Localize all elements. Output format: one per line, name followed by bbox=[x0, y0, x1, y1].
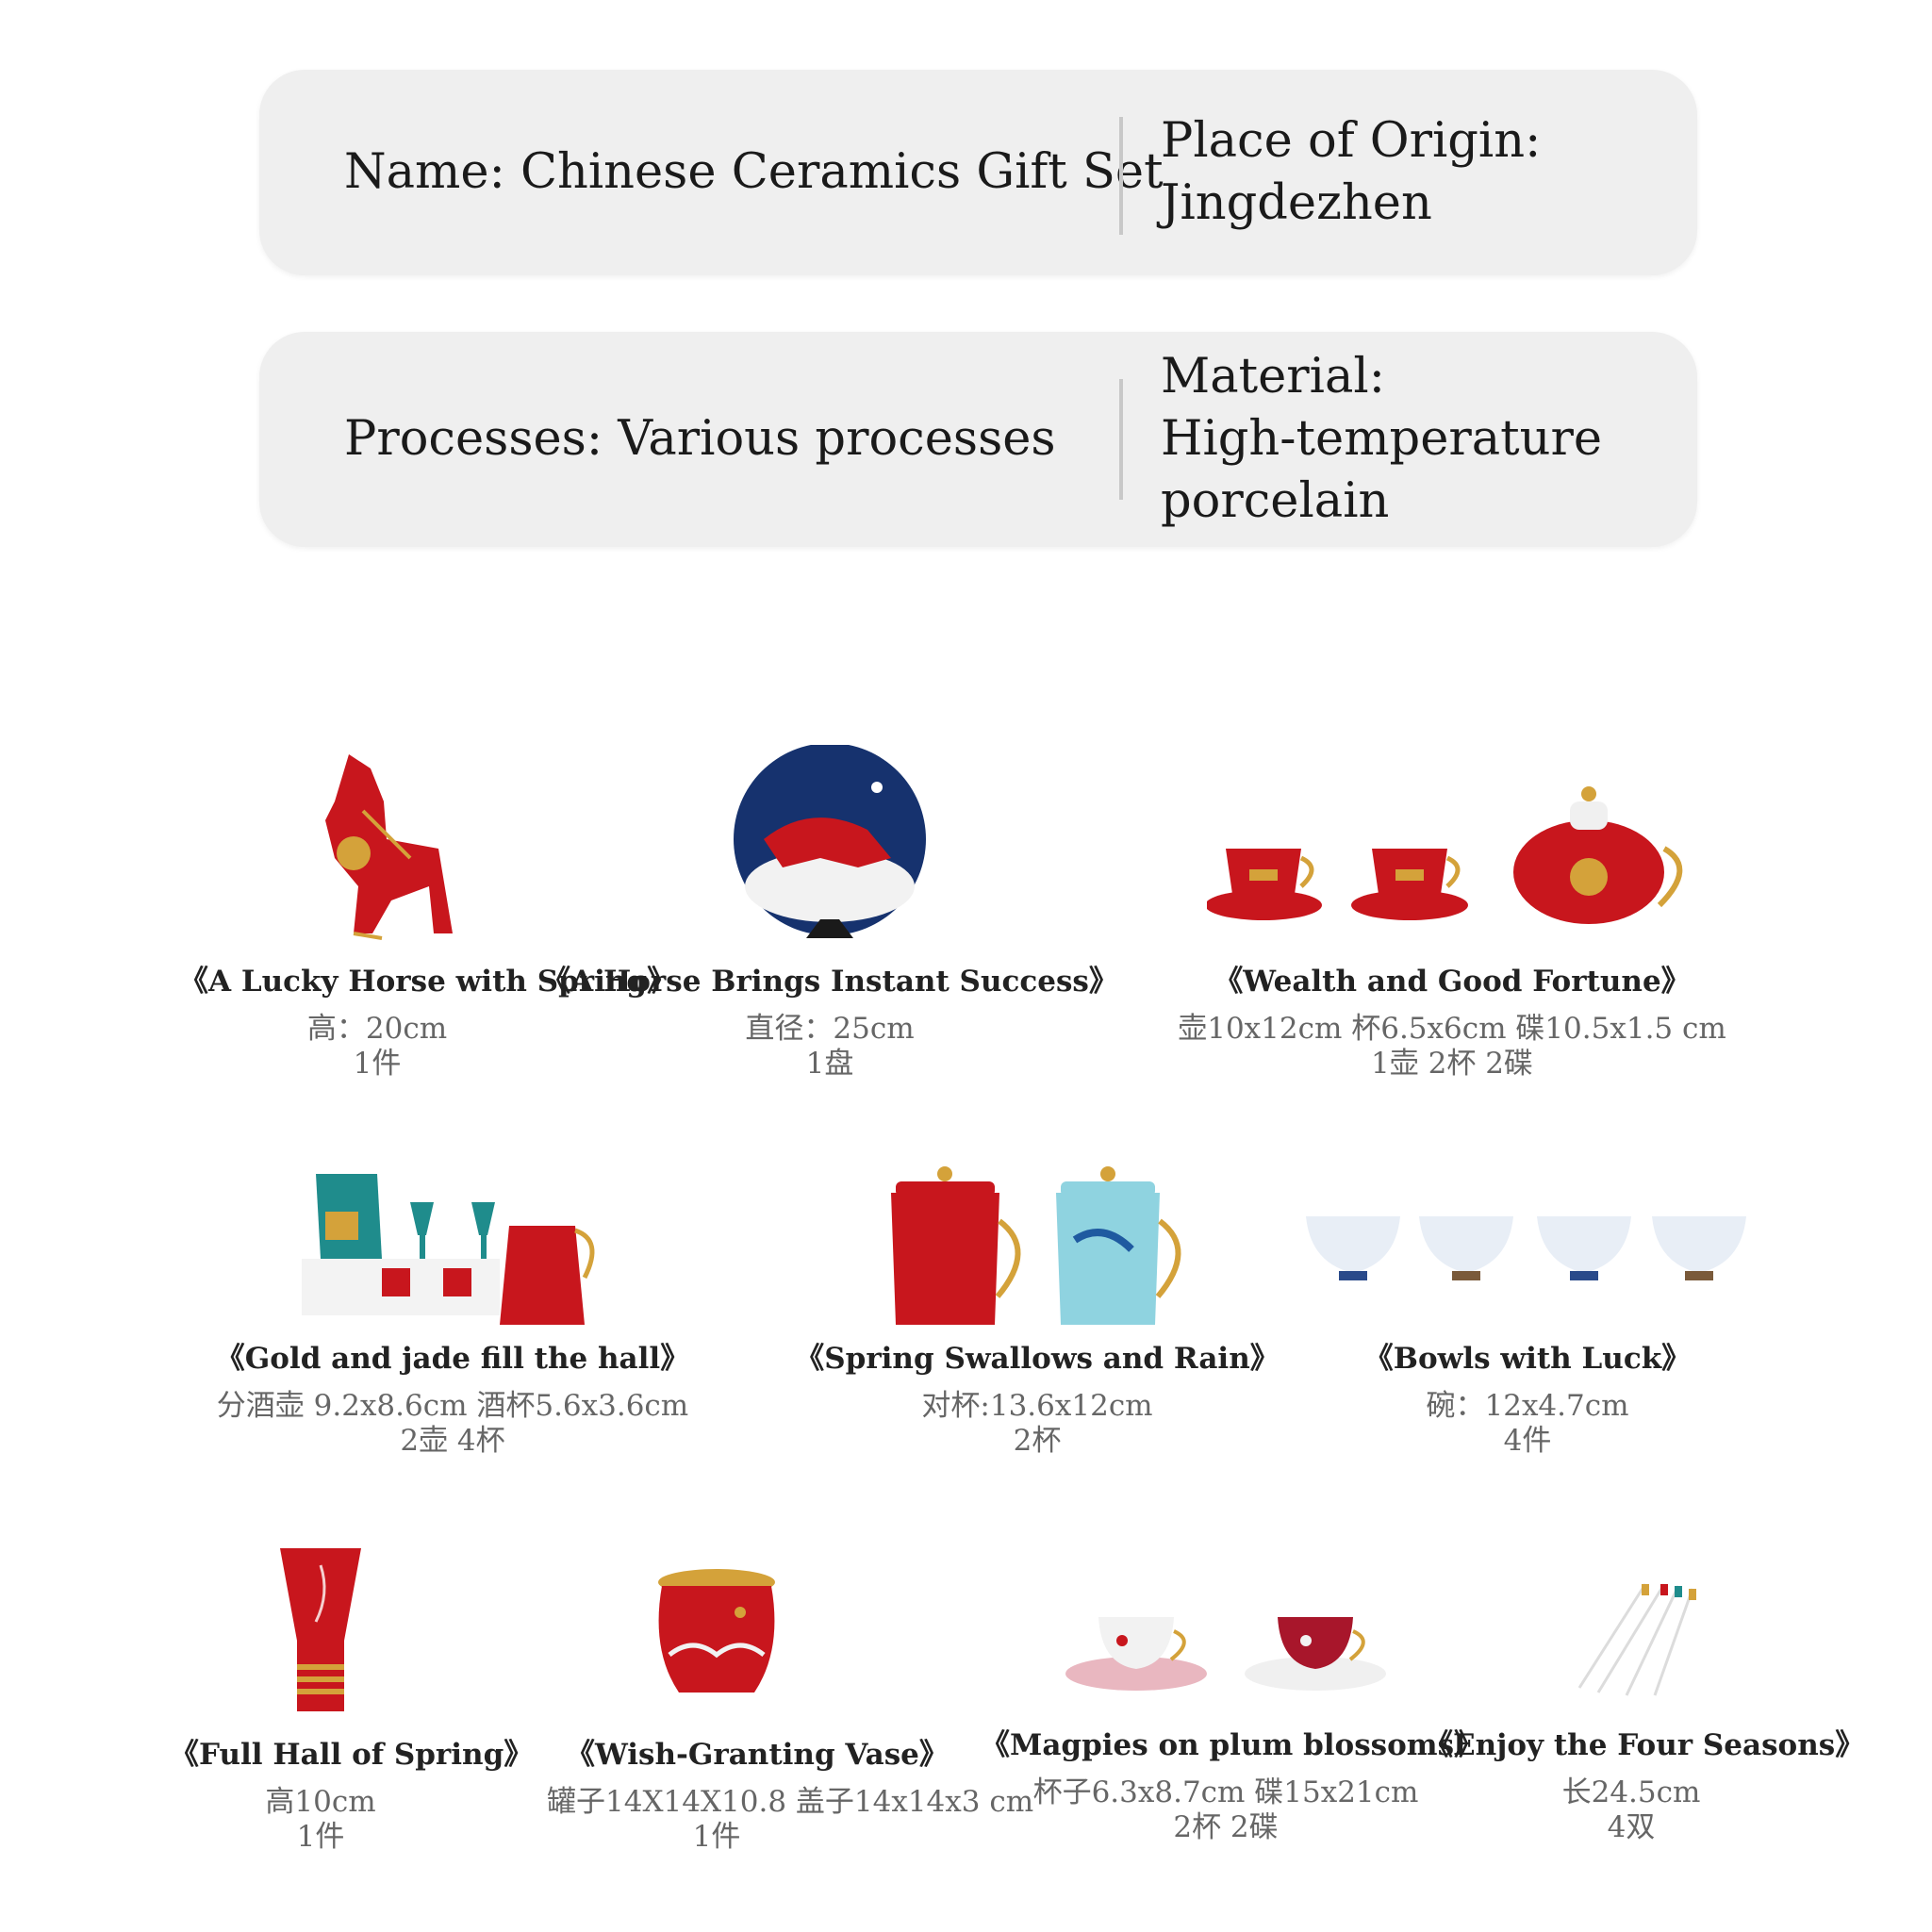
bowls-image bbox=[1301, 1207, 1754, 1320]
spec-divider bbox=[1119, 379, 1123, 500]
product-size: 壶10x12cm 杯6.5x6cm 碟10.5x1.5 cm bbox=[1178, 1012, 1726, 1046]
product-count: 1壶 2杯 2碟 bbox=[1371, 1047, 1533, 1081]
round-vase-image bbox=[622, 1565, 811, 1707]
spec-box-name-origin: Name: Chinese Ceramics Gift Set Place of… bbox=[259, 70, 1697, 275]
product-title: 《Bowls with Luck》 bbox=[1363, 1342, 1692, 1376]
product-size: 高10cm bbox=[265, 1785, 376, 1819]
spec-divider bbox=[1119, 117, 1123, 235]
horse-figurine-image bbox=[236, 745, 519, 943]
product-count: 1件 bbox=[296, 1820, 345, 1854]
product-title: 《Full Hall of Spring》 bbox=[170, 1738, 534, 1772]
horse-plate-image bbox=[726, 745, 933, 952]
product-count: 1件 bbox=[353, 1047, 402, 1081]
mug-pair-image bbox=[886, 1164, 1188, 1334]
product-size: 对杯:13.6x12cm bbox=[921, 1389, 1153, 1423]
product-title: 《A Horse Brings Instant Success》 bbox=[541, 965, 1118, 999]
product-title: 《Wish-Granting Vase》 bbox=[566, 1738, 949, 1772]
product-count: 4双 bbox=[1607, 1810, 1656, 1844]
spec-origin: Place of Origin: Jingdezhen bbox=[1161, 70, 1670, 275]
spec-material-label: Material: bbox=[1161, 348, 1385, 405]
product-title: 《A Lucky Horse with Spring》 bbox=[179, 965, 677, 999]
product-size: 罐子14X14X10.8 盖子14x14x3 cm bbox=[547, 1785, 1034, 1819]
product-title: 《Magpies on plum blossoms》 bbox=[981, 1728, 1484, 1762]
product-size: 碗：12x4.7cm bbox=[1426, 1389, 1629, 1423]
spec-material-line2: porcelain bbox=[1161, 473, 1390, 530]
spec-material-line1: High-temperature bbox=[1161, 410, 1603, 467]
product-size: 杯子6.3x8.7cm 碟15x21cm bbox=[1032, 1775, 1419, 1809]
product-count: 4件 bbox=[1503, 1424, 1552, 1458]
product-size: 直径：25cm bbox=[745, 1012, 915, 1046]
product-title: 《Gold and jade fill the hall》 bbox=[215, 1342, 690, 1376]
cup-saucer-pair-image bbox=[1037, 1593, 1414, 1707]
tall-vase-image bbox=[226, 1546, 415, 1716]
spec-name: Name: Chinese Ceramics Gift Set bbox=[344, 143, 1164, 200]
product-count: 1件 bbox=[692, 1820, 741, 1854]
product-count: 2壶 4杯 bbox=[400, 1424, 505, 1458]
product-count: 2杯 2碟 bbox=[1173, 1810, 1279, 1844]
product-count: 1盘 bbox=[805, 1047, 854, 1081]
product-title: 《Wealth and Good Fortune》 bbox=[1214, 965, 1691, 999]
spec-origin-label: Place of Origin: bbox=[1161, 112, 1542, 169]
wine-set-image bbox=[264, 1164, 641, 1334]
spec-box-processes-material: Processes: Various processes Material: H… bbox=[259, 332, 1697, 547]
chopsticks-image bbox=[1509, 1575, 1754, 1707]
product-size: 分酒壶 9.2x8.6cm 酒杯5.6x3.6cm bbox=[216, 1389, 689, 1423]
product-size: 高：20cm bbox=[306, 1012, 448, 1046]
product-title: 《Spring Swallows and Rain》 bbox=[795, 1342, 1280, 1376]
product-title: 《Enjoy the Four Seasons》 bbox=[1424, 1728, 1865, 1762]
tea-set-image bbox=[1207, 783, 1697, 952]
product-count: 2杯 bbox=[1013, 1424, 1062, 1458]
product-size: 长24.5cm bbox=[1561, 1775, 1701, 1809]
spec-material: Material: High-temperature porcelain bbox=[1161, 332, 1670, 547]
spec-processes: Processes: Various processes bbox=[344, 410, 1056, 467]
spec-origin-value: Jingdezhen bbox=[1161, 175, 1432, 231]
